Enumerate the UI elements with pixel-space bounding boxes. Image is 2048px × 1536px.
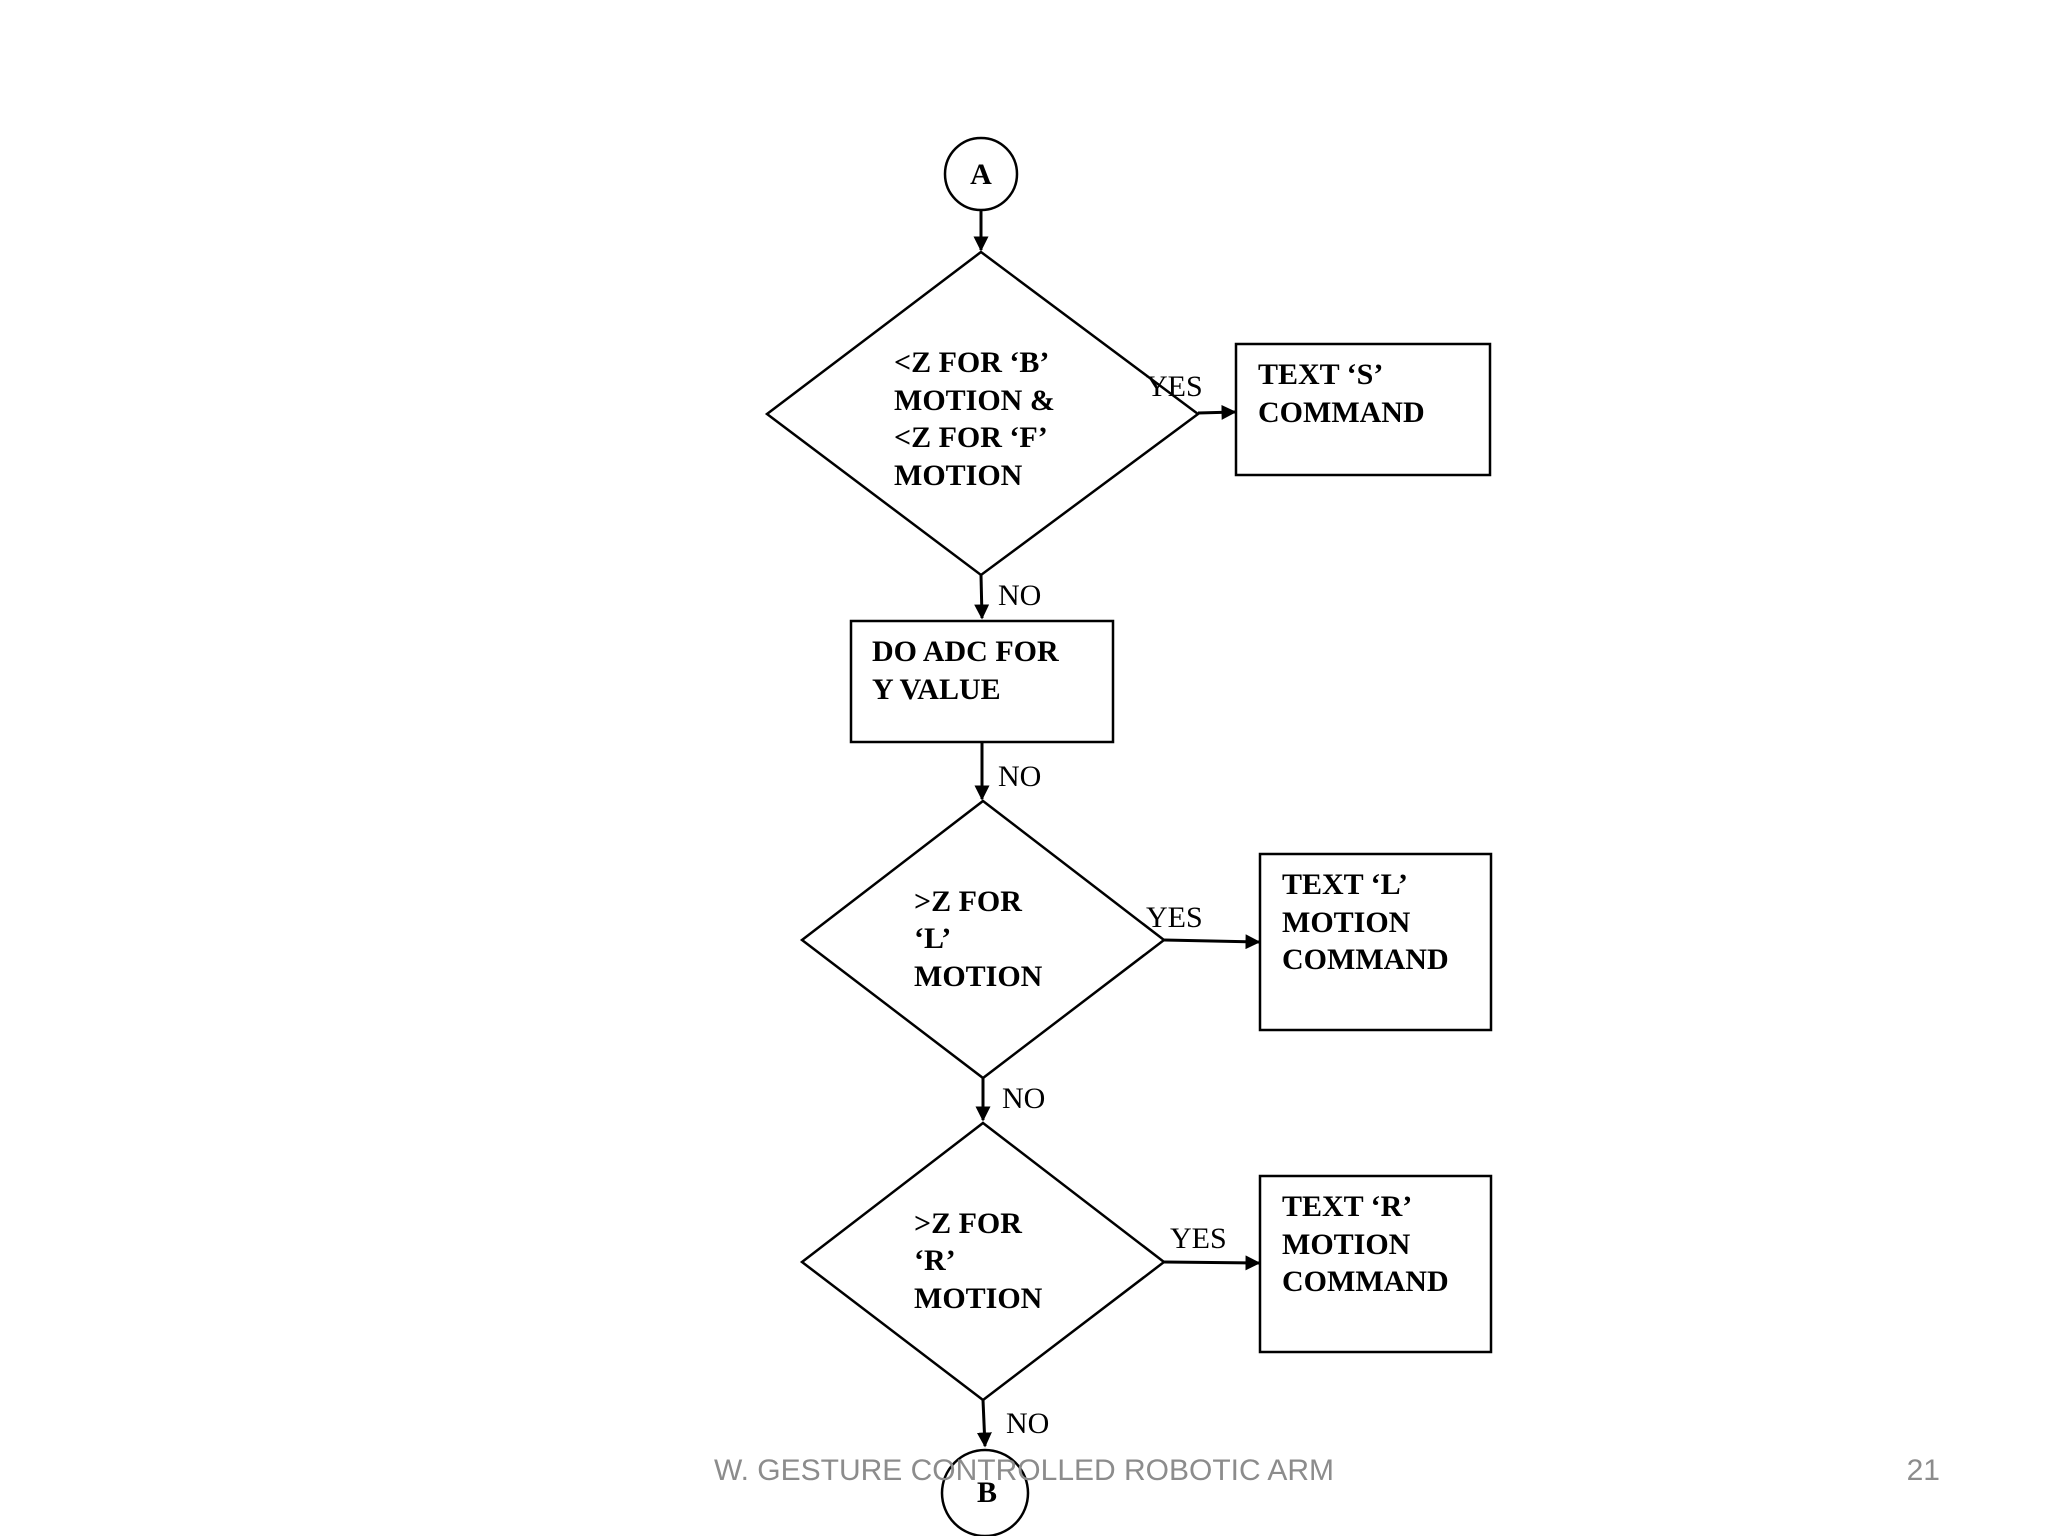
command-s-rect <box>1234 342 1492 477</box>
connector-b-circle <box>940 1448 1030 1536</box>
edge-label-decision2-no: NO <box>1002 1082 1045 1115</box>
decision-2: >Z FOR ‘L’ MOTION <box>799 799 1167 1080</box>
connector-b-label: B <box>977 1476 997 1509</box>
command-r-box: TEXT ‘R’ MOTION COMMAND <box>1258 1174 1493 1354</box>
command-s-box: TEXT ‘S’ COMMAND <box>1234 342 1492 477</box>
page-number: 21 <box>1906 1454 1940 1487</box>
connector-a-label: A <box>970 158 992 191</box>
edge-label-decision1-yes: YES <box>1146 370 1203 403</box>
command-r-text: TEXT ‘R’ MOTION COMMAND <box>1282 1190 1449 1298</box>
edge-label-decision1-no: NO <box>998 579 1041 612</box>
decision-2-text: >Z FOR ‘L’ MOTION <box>914 885 1043 993</box>
edge-decision2-yes <box>1163 934 1261 950</box>
decision-3: >Z FOR ‘R’ MOTION <box>799 1121 1167 1402</box>
connector-a: A <box>943 136 1019 212</box>
edge-label-decision3-no: NO <box>1006 1407 1049 1440</box>
command-l-rect <box>1258 852 1493 1032</box>
edge-decision1-yes <box>1197 404 1237 420</box>
decision-3-text: >Z FOR ‘R’ MOTION <box>914 1207 1043 1315</box>
decision-1: <Z FOR ‘B’ MOTION & <Z FOR ‘F’ MOTION <box>764 250 1201 577</box>
edge-label-adc-no: NO <box>998 760 1041 793</box>
edge-label-decision2-yes: YES <box>1146 901 1203 934</box>
edge-decision3-yes <box>1163 1255 1261 1271</box>
command-s-text: TEXT ‘S’ COMMAND <box>1258 358 1425 429</box>
command-l-box: TEXT ‘L’ MOTION COMMAND <box>1258 852 1493 1032</box>
edge-decision3-no <box>976 1399 992 1448</box>
decision-1-text: <Z FOR ‘B’ MOTION & <Z FOR ‘F’ MOTION <box>894 346 1062 492</box>
adc-box: DO ADC FOR Y VALUE <box>849 619 1115 744</box>
connector-b: B <box>940 1448 1030 1536</box>
edge-decision1-no <box>974 574 990 620</box>
footer-title: W. GESTURE CONTROLLED ROBOTIC ARM <box>713 1454 1335 1487</box>
decision-3-diamond <box>799 1121 1167 1402</box>
command-r-rect <box>1258 1174 1493 1354</box>
adc-text: DO ADC FOR Y VALUE <box>872 635 1066 706</box>
edge-label-decision3-yes: YES <box>1170 1222 1227 1255</box>
decision-2-diamond <box>799 799 1167 1080</box>
command-l-text: TEXT ‘L’ MOTION COMMAND <box>1282 868 1449 976</box>
